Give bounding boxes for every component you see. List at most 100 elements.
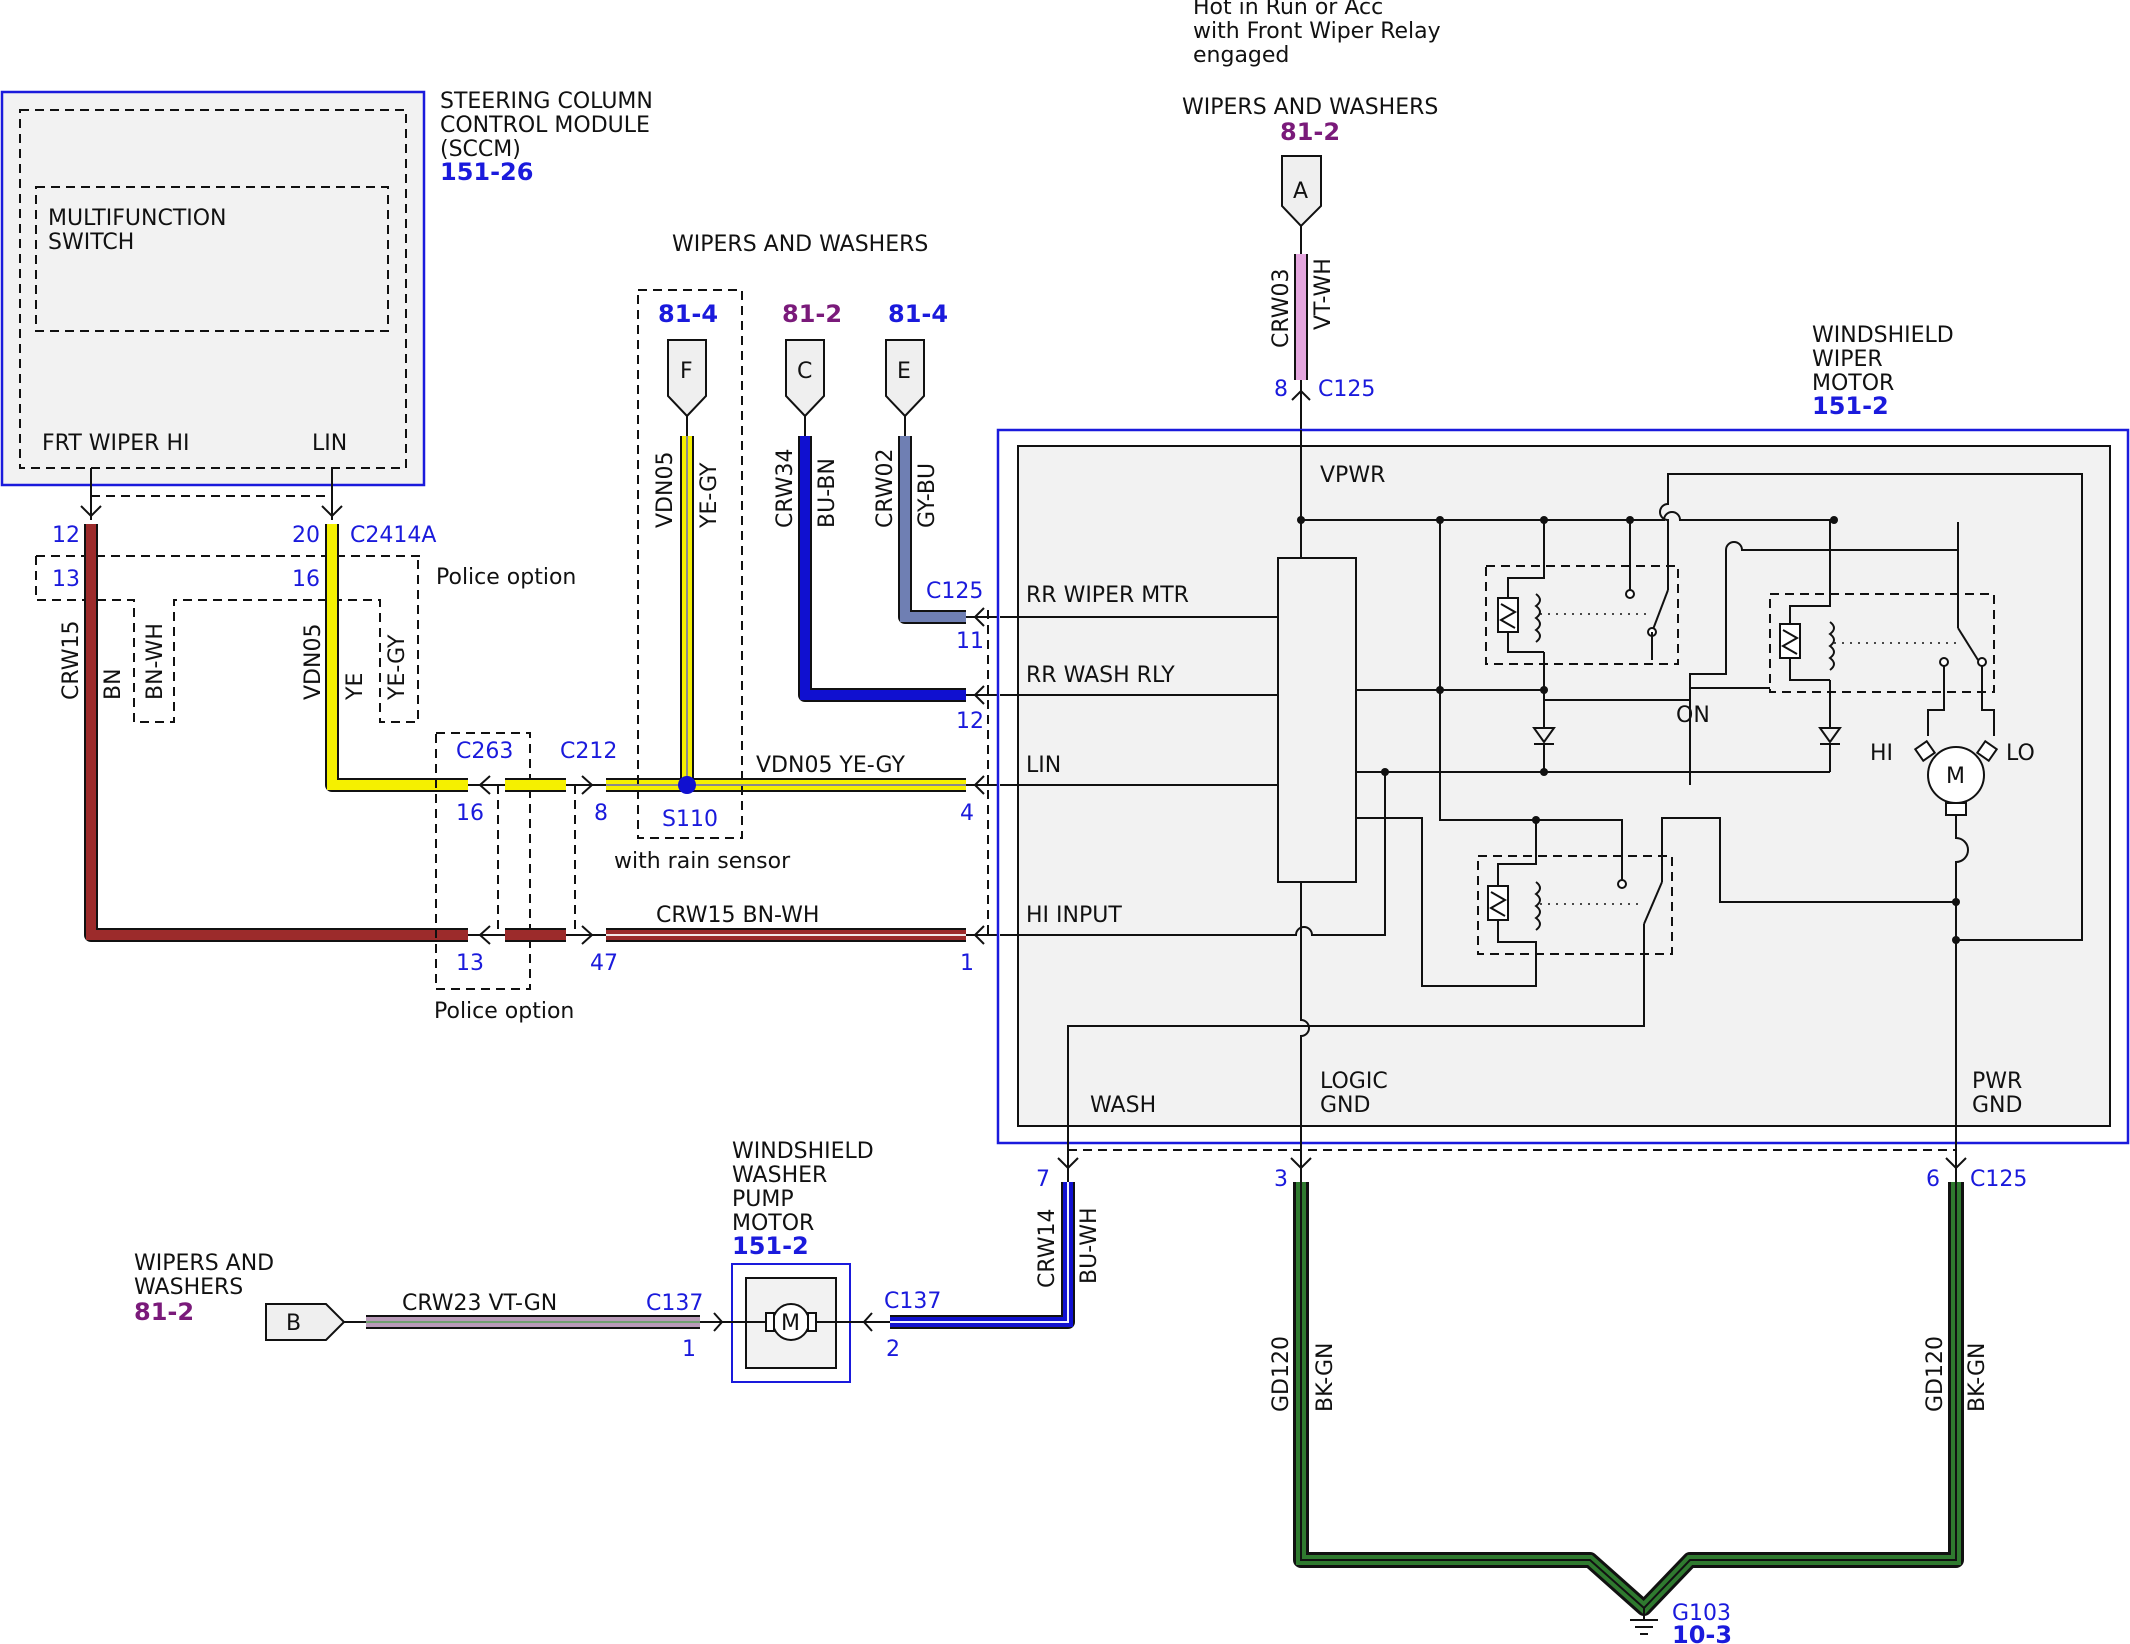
wire-hi-label: CRW15 BN-WH (656, 903, 819, 928)
relay-wash-to-wash (1067, 924, 1645, 1148)
c263-police: Police option (434, 999, 574, 1024)
relay-on-output (1659, 473, 2083, 941)
sccm-ref[interactable]: 151-26 (440, 158, 533, 186)
relay-hilo (1769, 593, 1995, 693)
c125-pin12: 12 (956, 709, 984, 734)
wiper-motor-m: M (1946, 764, 1965, 789)
node-lin (1381, 768, 1389, 776)
c2414a-pin20: 20 (292, 523, 320, 548)
c2414a-conn: C2414A (350, 523, 436, 548)
node-rr-wash (1436, 686, 1444, 694)
wipers-top-title: WIPERS AND WASHERS (672, 232, 928, 257)
sccm-inner (19, 109, 407, 469)
c137-arrow-1 (713, 1312, 724, 1332)
wire-crw02[interactable] (900, 436, 966, 622)
pump-motor-brush-left (765, 1312, 775, 1332)
sccm-module[interactable] (0, 90, 426, 487)
top-note-line2: with Front Wiper Relay (1193, 19, 1441, 44)
wipers-top-ref-c[interactable]: 81-2 (782, 300, 842, 328)
connector-c-pin: C (797, 359, 812, 384)
pump-label-1: WINDSHIELD (732, 1139, 874, 1164)
connector-b-pin: B (286, 1311, 301, 1336)
motor-line-hi-input (1000, 771, 1386, 936)
node-wash-1 (1532, 816, 1540, 824)
motor-wash: WASH (1090, 1093, 1156, 1118)
motor-pwr-2: GND (1972, 1093, 2022, 1118)
c2414a-pin13: 13 (52, 567, 80, 592)
relay-wash-output (1661, 817, 1956, 903)
ground-name: G103 (1672, 1601, 1731, 1626)
c2414a-arrow-20 (321, 505, 343, 518)
motor-label-2: WIPER (1812, 347, 1883, 372)
c125-bottom-conn: C125 (1970, 1167, 2027, 1192)
rain-sensor-label: with rain sensor (614, 849, 791, 874)
relay-hilo-contact-lo (1977, 657, 1987, 667)
pump-label-3: PUMP (732, 1187, 794, 1212)
motor-rr-wash: RR WASH RLY (1026, 663, 1175, 688)
connector-a-pin: A (1293, 179, 1308, 204)
connector-e-pin: E (897, 359, 911, 384)
c137-arrow-2 (862, 1312, 873, 1332)
wire-bnwh-option-color: BN-WH (143, 623, 168, 700)
c137-pin1: 1 (682, 1337, 696, 1362)
c125-top-conn: C125 (1318, 377, 1375, 402)
node-lin-2 (1540, 768, 1548, 776)
relay-hilo-coil-wires (1789, 520, 1831, 681)
wipers-b-label-1: WIPERS AND (134, 1251, 274, 1276)
splice-s110[interactable] (678, 776, 696, 794)
pump-label-4: MOTOR (732, 1211, 814, 1236)
wire-crw02-circuit: CRW02 (873, 448, 898, 528)
c125-pin3: 3 (1274, 1167, 1288, 1192)
switch-label-1: MULTIFUNCTION (48, 206, 227, 231)
relay-hilo-bridge (1689, 550, 1727, 785)
wire-gd120-left-circuit: GD120 (1269, 1336, 1294, 1412)
connector-c-shape (785, 339, 825, 418)
motor-hi-input: HI INPUT (1026, 903, 1122, 928)
multifunction-switch-box[interactable] (35, 186, 389, 332)
wire-vdn05-ye[interactable] (327, 524, 468, 790)
wipers-b-ref[interactable]: 81-2 (134, 1298, 194, 1326)
rain-sensor-outline (637, 289, 743, 839)
wire-crw14-stripe (890, 1182, 1069, 1323)
wipers-top-ref-e[interactable]: 81-4 (888, 300, 948, 328)
top-note: Hot in Run or Acc with Front Wiper Relay… (1193, 0, 1441, 68)
wiper-motor-hi: HI (1870, 741, 1893, 766)
wire-crw14-color: BU-WH (1077, 1207, 1102, 1284)
relay-wash-contact-no (1617, 879, 1627, 889)
wire-crw15[interactable] (86, 524, 468, 940)
wipers-a-title: WIPERS AND WASHERS (1182, 95, 1438, 120)
motor-logic-gnd (1300, 882, 1310, 1148)
relay-on-label: ON (1676, 703, 1710, 728)
wire-gd120[interactable] (1296, 1182, 1961, 1615)
relay-hilo-coil (1828, 621, 1835, 671)
pump-label-2: WASHER (732, 1163, 827, 1188)
relay-on-resistor-zigzag (1498, 603, 1518, 629)
c2414a-arrow-12 (80, 505, 102, 518)
relay-on-coil (1534, 593, 1541, 643)
wipers-top-ref-f[interactable]: 81-4 (658, 300, 718, 328)
wire-crw34[interactable] (800, 436, 966, 700)
ground-ref[interactable]: 10-3 (1672, 1621, 1732, 1644)
wire-vdn05-color: YE (343, 673, 368, 701)
relay-wash (1477, 855, 1673, 955)
switch-label-2: SWITCH (48, 230, 134, 255)
sccm-pin-frt-wiper-hi: FRT WIPER HI (42, 431, 190, 456)
wire-crw15-circuit: CRW15 (59, 620, 84, 700)
wipers-b-label-2: WASHERS (134, 1275, 243, 1300)
wiper-motor-brush-lo (1975, 739, 1999, 763)
wire-gd120-stripe (1300, 1182, 1957, 1610)
wire-gd120-left-color: BK-GN (1313, 1343, 1338, 1412)
wipers-a-ref[interactable]: 81-2 (1280, 118, 1340, 146)
relay-wash-coil (1534, 881, 1541, 931)
c125-pin1: 1 (960, 951, 974, 976)
pump-ref[interactable]: 151-2 (732, 1232, 809, 1260)
motor-ref[interactable]: 151-2 (1812, 392, 1889, 420)
pump-motor-brush-right (807, 1312, 817, 1332)
c212-pin47: 47 (590, 951, 618, 976)
relay-hilo-hi-wire (1927, 666, 1945, 736)
wire-crw15-outline (84, 524, 468, 942)
wire-crw03-color: VT-WH (1311, 258, 1336, 330)
node-vpwr-5 (1830, 516, 1838, 524)
motor-logic-block (1277, 557, 1357, 883)
